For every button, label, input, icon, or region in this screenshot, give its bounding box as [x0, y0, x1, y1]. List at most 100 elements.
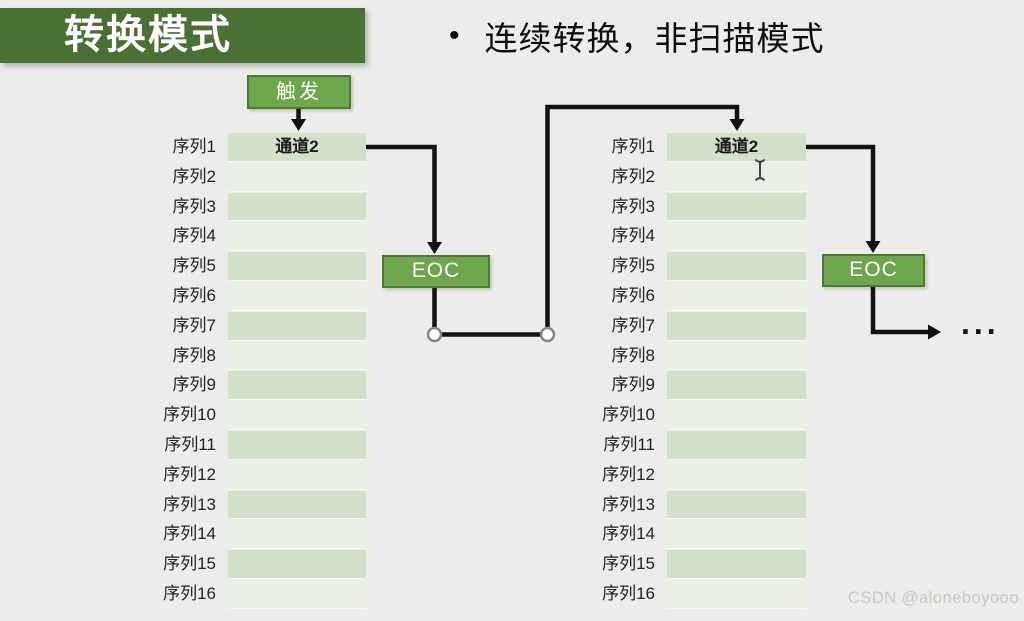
bullet-line: • 连续转换，非扫描模式	[449, 12, 825, 60]
sequence-label: 序列10	[163, 405, 216, 425]
sequence-cell	[667, 341, 806, 371]
table-row: 序列7	[136, 311, 366, 342]
sequence-cell	[228, 281, 366, 311]
left-flow-arrow	[366, 144, 437, 243]
table-row: 序列15	[136, 550, 366, 580]
sequence-label: 序列3	[172, 196, 216, 216]
table-row: 序列3	[136, 192, 366, 223]
sequence-cell	[228, 252, 366, 282]
table-row: 序列12	[575, 460, 806, 491]
right-flow-arrow	[806, 144, 876, 242]
table-row: 序列9	[136, 371, 366, 401]
sequence-cell	[667, 162, 806, 192]
sequence-label: 序列4	[611, 226, 655, 246]
sequence-cell	[667, 222, 806, 252]
eoc-box-right: EOC	[822, 254, 925, 287]
table-row: 序列13	[136, 490, 366, 521]
sequence-cell	[228, 550, 366, 580]
sequence-label: 序列9	[611, 375, 655, 395]
sequence-cell	[228, 192, 366, 222]
table-row: 序列12	[136, 460, 366, 491]
sequence-label: 序列5	[172, 256, 216, 276]
table-row: 序列2	[136, 162, 366, 193]
sequence-table-left: 序列1 通道2 序列2 序列3 序列4 序列5 序列6 序列7 序列8 序列9	[136, 133, 366, 610]
sequence-label: 序列5	[611, 256, 655, 276]
bullet-marker: •	[449, 19, 461, 52]
sequence-label: 序列11	[603, 434, 655, 454]
table-row: 序列8	[575, 341, 806, 372]
sequence-cell	[228, 490, 366, 520]
sequence-cell	[228, 401, 366, 431]
sequence-label: 序列7	[611, 315, 655, 335]
table-row: 序列4	[136, 222, 366, 252]
sequence-label: 序列7	[172, 315, 216, 335]
table-row: 序列6	[575, 281, 806, 312]
table-row: 序列1 通道2	[575, 133, 806, 163]
sequence-label: 序列3	[611, 196, 655, 216]
sequence-label: 序列4	[172, 226, 216, 246]
sequence-label: 序列9	[172, 375, 216, 395]
sequence-label: 序列12	[602, 464, 655, 484]
sequence-cell	[667, 490, 806, 520]
sequence-label: 序列16	[163, 583, 216, 603]
connector-node	[426, 326, 443, 343]
left-flow-arrowhead	[427, 242, 442, 254]
sequence-label: 序列1	[172, 137, 216, 156]
table-row: 序列3	[575, 192, 806, 223]
right-flow-arrowhead	[865, 241, 881, 253]
sequence-cell	[228, 460, 366, 490]
sequence-label: 序列10	[602, 405, 655, 425]
table-row: 序列13	[575, 490, 806, 521]
table-row: 序列14	[575, 520, 806, 550]
sequence-cell	[228, 520, 366, 550]
sequence-label: 序列14	[602, 524, 655, 544]
trigger-box: 触发	[247, 75, 351, 109]
table-row: 序列9	[575, 371, 806, 401]
table-row: 序列14	[136, 520, 366, 550]
table-row: 序列7	[575, 311, 806, 342]
sequence-table-right: 序列1 通道2 序列2 序列3 序列4 序列5 序列6 序列7 序列8 序列9	[575, 133, 806, 610]
continuation-ellipsis: ...	[961, 305, 1000, 341]
sequence-label: 序列15	[602, 554, 655, 574]
table-row: 序列10	[575, 401, 806, 431]
table-row: 序列16	[575, 579, 806, 610]
sequence-cell	[667, 430, 806, 460]
eoc-exit-arrow	[870, 287, 929, 335]
table-row: 序列8	[136, 341, 366, 372]
table-row: 序列2	[575, 162, 806, 193]
table-row: 序列1 通道2	[136, 133, 366, 163]
sequence-cell	[667, 460, 806, 490]
sequence-cell	[667, 192, 806, 222]
sequence-cell	[228, 579, 366, 609]
sequence-cell	[667, 371, 806, 401]
sequence-label: 序列13	[163, 494, 216, 514]
eoc-box-left: EOC	[382, 255, 490, 288]
sequence-cell	[667, 401, 806, 431]
loop-arrowhead	[729, 119, 745, 131]
table-row: 序列4	[575, 222, 806, 252]
sequence-label: 序列6	[172, 285, 216, 305]
sequence-label: 序列8	[611, 345, 655, 365]
watermark: CSDN @aloneboyooo	[847, 589, 1019, 607]
eoc-exit-arrowhead	[928, 324, 941, 340]
sequence-label: 序列2	[172, 166, 216, 186]
sequence-cell	[667, 520, 806, 550]
sequence-cell	[667, 252, 806, 282]
sequence-label: 序列1	[611, 137, 655, 156]
sequence-label: 序列6	[611, 285, 655, 305]
sequence-label: 序列13	[602, 494, 655, 514]
sequence-cell	[228, 162, 366, 192]
sequence-cell	[228, 341, 366, 371]
sequence-label: 序列8	[172, 345, 216, 365]
sequence-cell	[228, 371, 366, 401]
sequence-cell: 通道2	[667, 133, 806, 162]
sequence-cell	[667, 311, 806, 341]
table-row: 序列16	[136, 579, 366, 610]
table-row: 序列6	[136, 281, 366, 312]
sequence-cell: 通道2	[228, 133, 366, 162]
table-row: 序列15	[575, 550, 806, 580]
sequence-label: 序列15	[163, 554, 216, 574]
sequence-cell	[228, 311, 366, 341]
sequence-cell	[667, 579, 806, 609]
